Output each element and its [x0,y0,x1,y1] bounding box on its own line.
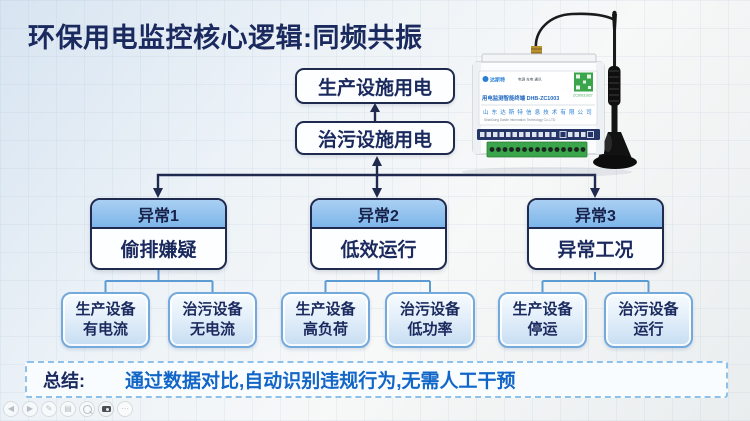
more-button[interactable]: ··· [117,401,133,417]
next-slide-button[interactable]: ▶ [22,401,38,417]
more-icon: ··· [121,404,129,413]
leaf-line: 运行 [633,321,664,338]
zoom-button[interactable] [79,401,95,417]
pages-icon: ▤ [64,404,72,413]
summary-text: 通过数据对比,自动识别违规行为,无需人工干预 [125,371,516,392]
pen-icon: ✎ [45,404,53,413]
antenna-cable [534,12,614,51]
anomaly-card-header: 异常1 [92,200,225,229]
flow-box-production-power: 生产设施用电 [295,68,455,104]
qr-code [574,72,593,92]
leaf-box: 生产设备 有电流 [61,292,150,348]
flow-box-treatment-power: 治污设施用电 [295,121,455,155]
pen-button[interactable]: ✎ [41,401,57,417]
flow-box-label: 治污设施用电 [317,129,432,151]
anomaly-card-body: 低效运行 [340,240,417,261]
leaf-line: 停运 [527,321,558,338]
leaf-line: 治污设备 [182,300,243,318]
device-company-cn: 山东达斯特信息技术有限公司 [483,108,595,116]
leaf-line: 生产设备 [295,300,356,318]
device-model: 用电监测智能终端 DHB-ZC1003 [482,94,559,102]
anomaly-card-body: 偷排嫌疑 [120,240,197,261]
monitoring-device-image: 达斯特 电源 充电 通讯 ZC20031027 用电监测智能终端 DHB-ZC1… [462,10,637,177]
anomaly-card-3: 异常3 异常工况 [527,198,664,270]
leaf-line: 有电流 [82,321,128,338]
anomaly-card-header: 异常3 [529,200,662,229]
leaf-box: 治污设备 低功率 [385,292,475,348]
magnifier-icon [82,404,92,414]
anomaly-card-body: 异常工况 [557,240,634,261]
device-indicators: 电源 充电 通讯 [518,77,542,82]
next-icon: ▶ [26,404,34,413]
previous-slide-button[interactable]: ◀ [3,401,19,417]
summary-bar: 总结: 通过数据对比,自动识别违规行为,无需人工干预 [25,361,728,398]
anomaly-card-1: 异常1 偷排嫌疑 [90,198,227,270]
anomaly-card-header: 异常2 [312,200,445,229]
leaf-line: 生产设备 [512,300,573,318]
camera-button[interactable] [98,401,114,417]
anomaly-card-2: 异常2 低效运行 [310,198,447,270]
leaf-box: 治污设备 无电流 [168,292,257,348]
previous-icon: ◀ [7,404,15,413]
slide-title: 环保用电监控核心逻辑:同频共振 [28,23,423,53]
leaf-line: 生产设备 [75,300,136,318]
device-company-en: ShanDong Dasite Information Technology C… [484,118,556,122]
presenter-toolbar: ◀ ▶ ✎ ▤ ··· [3,401,133,417]
antenna [593,10,637,169]
camera-icon [101,406,111,412]
device-body: 达斯特 电源 充电 通讯 ZC20031027 用电监测智能终端 DHB-ZC1… [472,53,605,158]
leaf-line: 治污设备 [399,300,460,318]
device-brand: 达斯特 [490,77,505,84]
leaf-box: 生产设备 高负荷 [281,292,370,348]
terminal-block [486,141,588,158]
flow-box-label: 生产设施用电 [317,77,432,99]
leaf-line: 高负荷 [302,321,348,338]
leaf-line: 无电流 [189,321,235,338]
device-serial: ZC20031027 [573,94,593,98]
leaf-box: 治污设备 运行 [604,292,693,348]
leaf-line: 低功率 [407,321,453,338]
summary-label: 总结: [43,370,85,391]
leaf-line: 治污设备 [618,300,679,318]
leaf-box: 生产设备 停运 [498,292,587,348]
pages-button[interactable]: ▤ [60,401,76,417]
